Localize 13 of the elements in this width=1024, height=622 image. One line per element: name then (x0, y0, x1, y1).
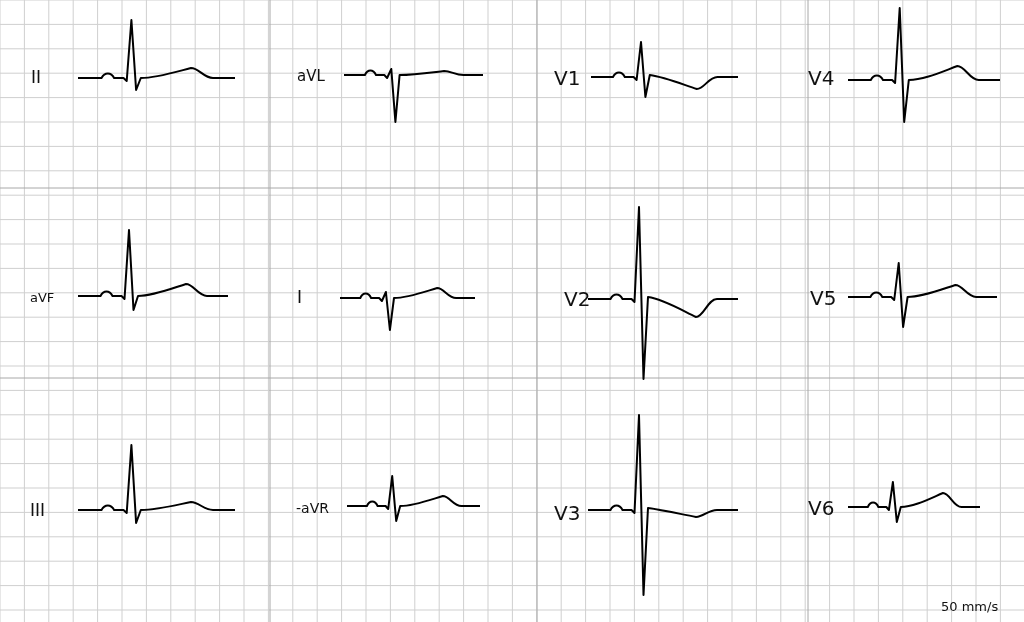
lead-label: V6 (808, 498, 835, 518)
lead-label: V3 (554, 503, 581, 523)
lead-label: II (31, 68, 42, 86)
lead-label: aVF (30, 290, 55, 304)
lead-label: aVL (297, 68, 325, 84)
lead-label: V5 (810, 288, 837, 308)
lead-label: I (297, 288, 302, 306)
lead-label: V2 (564, 289, 591, 309)
lead-label: III (30, 501, 46, 519)
lead-label: -aVR (296, 501, 329, 515)
lead-label: V1 (554, 68, 581, 88)
lead-label: V4 (808, 68, 835, 88)
paper-speed-label: 50 mm/s (941, 599, 999, 613)
